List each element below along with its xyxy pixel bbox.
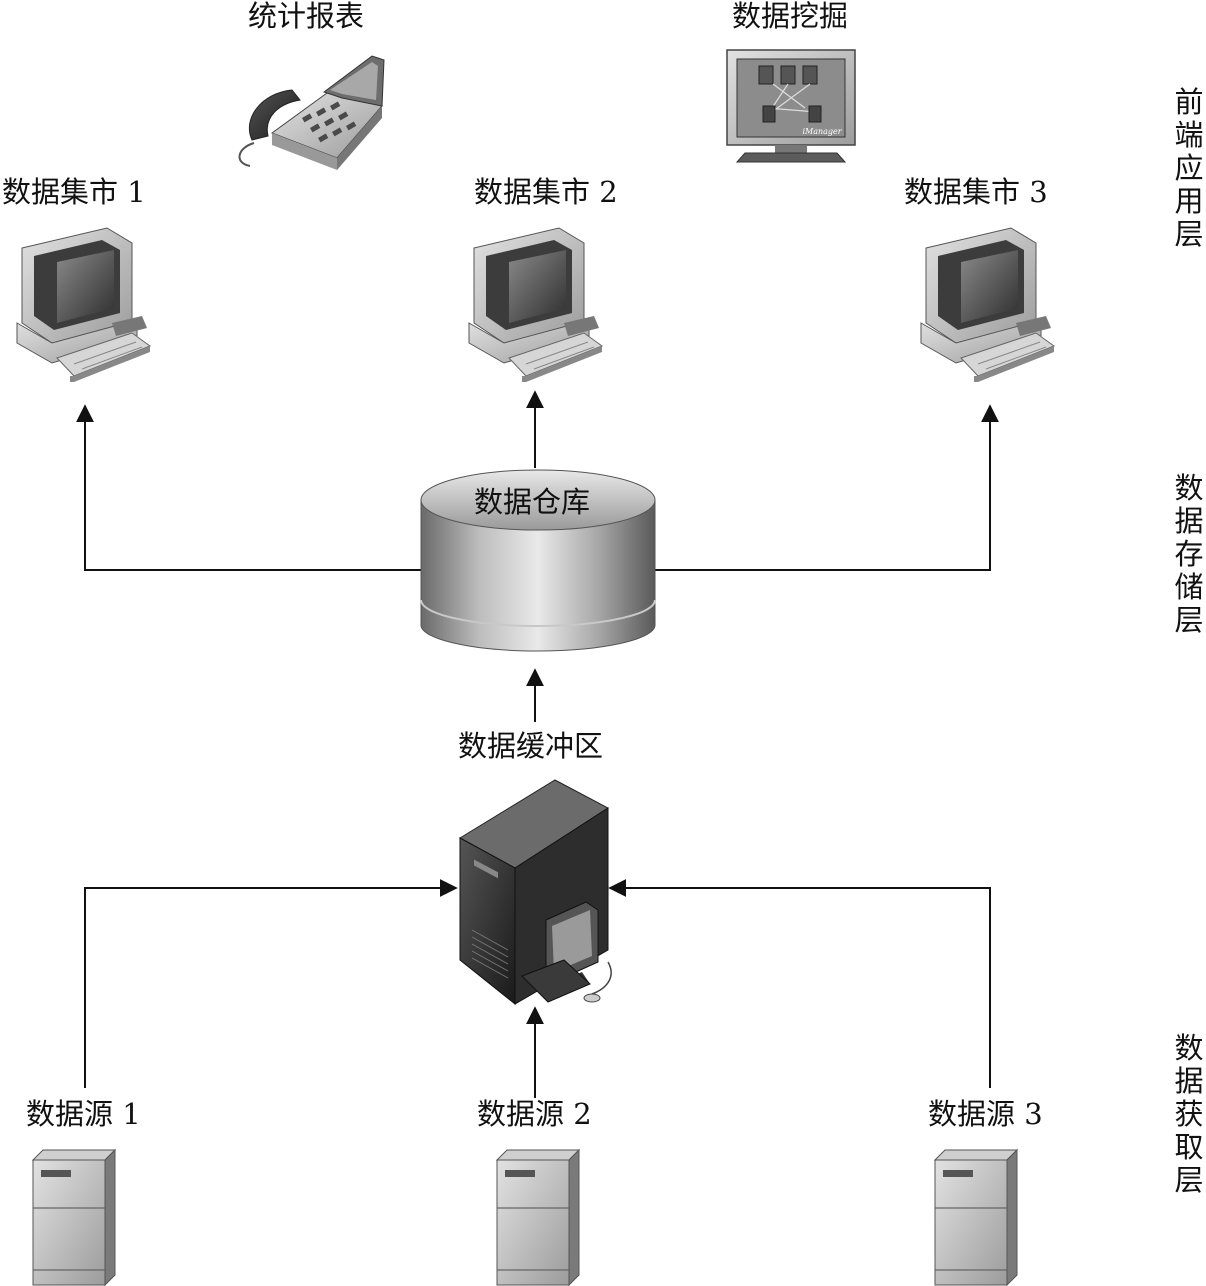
data-mining-label: 数据挖掘 [732,0,849,33]
data-mart-1-computer-icon [16,227,151,383]
data-storage-layer-label: 数据存储层 [1174,471,1204,637]
data-mart-3-label: 数据集市 3 [904,175,1048,209]
arrow-source3-to-buffer [608,879,991,1088]
data-acquisition-layer-label: 数据获取层 [1174,1031,1204,1197]
monitor-icon: iManager [726,49,856,163]
arrow-warehouse-to-mart1 [76,404,421,571]
statistical-report-label: 统计报表 [248,0,365,33]
data-warehouse-cylinder-icon [420,469,656,652]
buffer-server-icon [459,779,612,1006]
data-warehouse-label: 数据仓库 [474,485,591,519]
front-end-application-layer-label: 前端应用层 [1174,85,1204,251]
telephone-icon [238,55,385,170]
data-mart-3-computer-icon [920,227,1055,383]
data-buffer-label: 数据缓冲区 [458,729,604,763]
data-source-1-server-icon [32,1149,116,1286]
data-source-3-server-icon [934,1149,1018,1286]
data-mart-1-label: 数据集市 1 [2,175,146,209]
arrow-source1-to-buffer [84,879,458,1088]
data-mart-2-computer-icon [468,227,603,383]
monitor-screen-label: iManager [802,127,842,136]
connectors [76,390,999,1098]
data-mart-2-label: 数据集市 2 [474,175,618,209]
data-source-2-server-icon [496,1149,580,1286]
data-source-2-label: 数据源 2 [477,1097,592,1131]
data-source-1-label: 数据源 1 [26,1097,141,1131]
arrow-warehouse-to-mart3 [655,404,999,571]
data-source-3-label: 数据源 3 [928,1097,1043,1131]
